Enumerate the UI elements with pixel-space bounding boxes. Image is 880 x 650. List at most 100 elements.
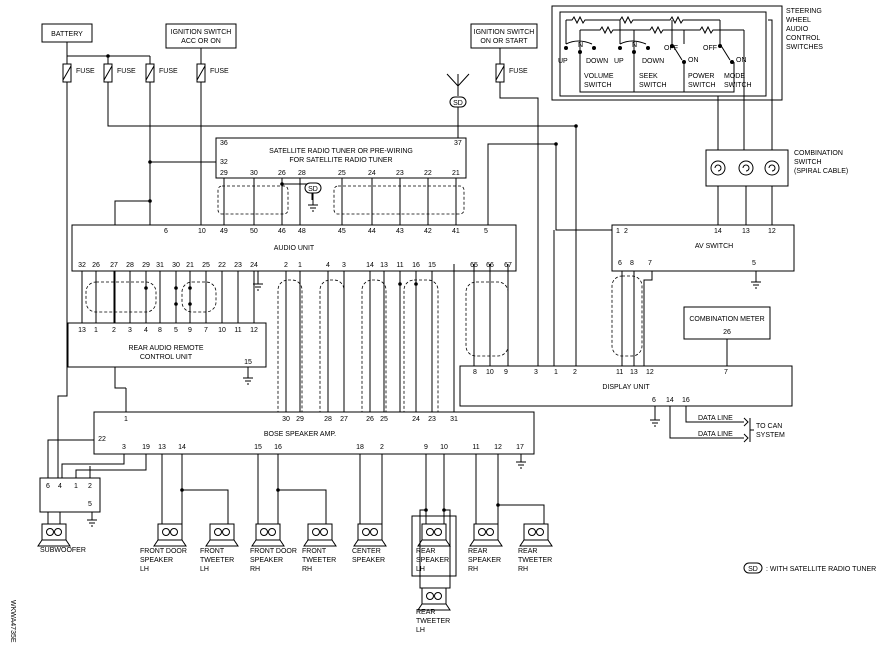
- speakers: [37, 454, 553, 611]
- svg-text:23: 23: [396, 170, 404, 177]
- junction-dot: [398, 282, 402, 286]
- speaker-cone: [353, 539, 387, 547]
- subwoofer-label: SUBWOOFER: [40, 547, 86, 554]
- combo-switch-label-1: COMBINATION: [794, 150, 843, 157]
- svg-text:SWITCH: SWITCH: [724, 82, 752, 89]
- subwoofer-speaker-icon: [37, 523, 71, 547]
- junction-dot: [174, 286, 178, 290]
- svg-text:10: 10: [198, 228, 206, 235]
- pin-number: 31: [450, 416, 458, 423]
- pin-number: 15: [428, 262, 436, 269]
- av-switch: AV SWITCH 1 2 14 13 12 6 8 7 5: [611, 224, 795, 272]
- svg-text:2: 2: [573, 369, 577, 376]
- svg-text:DOWN: DOWN: [586, 58, 608, 65]
- fuse-icon: FUSE: [103, 63, 136, 83]
- svg-text:45: 45: [338, 228, 346, 235]
- svg-text:6: 6: [46, 483, 50, 490]
- rt-rh-label-3: RH: [518, 566, 528, 573]
- pin-number: 12: [250, 327, 258, 334]
- remote-label-1: REAR AUDIO REMOTE: [128, 345, 203, 352]
- speaker-coil: [162, 528, 170, 536]
- svg-text:26: 26: [723, 329, 731, 336]
- junction-dot: [174, 302, 178, 306]
- steering-label-2: WHEEL: [786, 17, 811, 24]
- pin-number: 16: [274, 444, 282, 451]
- svg-text:9: 9: [504, 369, 508, 376]
- pin-number: 27: [340, 416, 348, 423]
- pin-number: 10: [440, 444, 448, 451]
- svg-text:6: 6: [652, 397, 656, 404]
- rs-rh-label-3: RH: [468, 566, 478, 573]
- junction-dot: [188, 286, 192, 290]
- to-can-label-2: SYSTEM: [756, 432, 785, 439]
- svg-text:22: 22: [424, 170, 432, 177]
- svg-text:OFF: OFF: [703, 45, 717, 52]
- ignition-on-label-2: ON OR START: [480, 38, 528, 45]
- pin-number: 14: [178, 444, 186, 451]
- to-can-label-1: TO CAN: [756, 423, 782, 430]
- svg-text:41: 41: [452, 228, 460, 235]
- junction-dot: [144, 286, 148, 290]
- svg-text:14: 14: [714, 228, 722, 235]
- svg-text:VOLUME: VOLUME: [584, 73, 614, 80]
- svg-text:5: 5: [88, 501, 92, 508]
- rear-tweeter-lh-icon: [417, 587, 451, 611]
- speaker-cone: [205, 539, 239, 547]
- svg-text:6: 6: [618, 260, 622, 267]
- junction-dot: [496, 503, 500, 507]
- fd-lh-label-1: FRONT DOOR: [140, 548, 187, 555]
- center-label-2: SPEAKER: [352, 557, 385, 564]
- svg-text:25: 25: [338, 170, 346, 177]
- fuse-label: FUSE: [117, 68, 136, 75]
- ignition-on-label-1: IGNITION SWITCH: [474, 29, 535, 36]
- rear-speaker-rh-icon: [469, 523, 503, 547]
- speaker-cone: [469, 539, 503, 547]
- pin-number: 13: [78, 327, 86, 334]
- combination-meter: COMBINATION METER 26: [683, 306, 771, 340]
- combo-switch-label-3: (SPIRAL CABLE): [794, 168, 848, 175]
- svg-text:2: 2: [88, 483, 92, 490]
- pin-number: 13: [380, 262, 388, 269]
- ft-lh-label-3: LH: [200, 566, 209, 573]
- svg-text:29: 29: [220, 170, 228, 177]
- pin-number: 11: [234, 327, 241, 334]
- svg-text:8: 8: [630, 260, 634, 267]
- pin-number: 16: [412, 262, 420, 269]
- svg-text:SWITCH: SWITCH: [688, 82, 716, 89]
- front-door-speaker-rh-icon: [251, 523, 285, 547]
- speaker-wire: [181, 454, 229, 524]
- combo-switch-label-2: SWITCH: [794, 159, 822, 166]
- display-unit: DISPLAY UNIT 8 10 9 3 1 2 11 13 12 7 6 1…: [459, 365, 793, 407]
- svg-text:1: 1: [554, 369, 558, 376]
- ft-rh-label-3: RH: [302, 566, 312, 573]
- svg-text:4: 4: [58, 483, 62, 490]
- speaker-wire: [277, 454, 327, 524]
- display-unit-label: DISPLAY UNIT: [602, 384, 650, 391]
- bose-speaker-amp: BOSE SPEAKER AMP.: [93, 411, 535, 455]
- pin-number: 22: [98, 436, 106, 443]
- rs-rh-label-1: REAR: [468, 548, 487, 555]
- sd-marker: SD: [304, 182, 322, 194]
- front-door-speaker-lh-icon: [153, 523, 187, 547]
- steering-label-4: CONTROL: [786, 35, 820, 42]
- av-switch-label: AV SWITCH: [695, 243, 733, 250]
- sd-marker: SD: [449, 96, 467, 108]
- pin-number: 8: [158, 327, 162, 334]
- rs-lh-label-3: LH: [416, 566, 425, 573]
- svg-text:SEEK: SEEK: [639, 73, 658, 80]
- front-tweeter-rh-icon: [303, 523, 337, 547]
- pin-number: 4: [326, 262, 330, 269]
- svg-text:36: 36: [220, 140, 228, 147]
- speaker-cone: [153, 539, 187, 547]
- svg-text:8: 8: [473, 369, 477, 376]
- rt-lh-label-2: TWEETER: [416, 618, 450, 625]
- rear-audio-remote-control-unit: REAR AUDIO REMOTE CONTROL UNIT: [67, 322, 267, 368]
- svg-text:SD: SD: [453, 100, 463, 107]
- speaker-cone: [37, 539, 71, 547]
- ft-lh-label-2: TWEETER: [200, 557, 234, 564]
- pin-number: 12: [494, 444, 502, 451]
- svg-text:5: 5: [752, 260, 756, 267]
- svg-text:30: 30: [250, 170, 258, 177]
- fd-rh-label-2: SPEAKER: [250, 557, 283, 564]
- pin-number: 25: [202, 262, 210, 269]
